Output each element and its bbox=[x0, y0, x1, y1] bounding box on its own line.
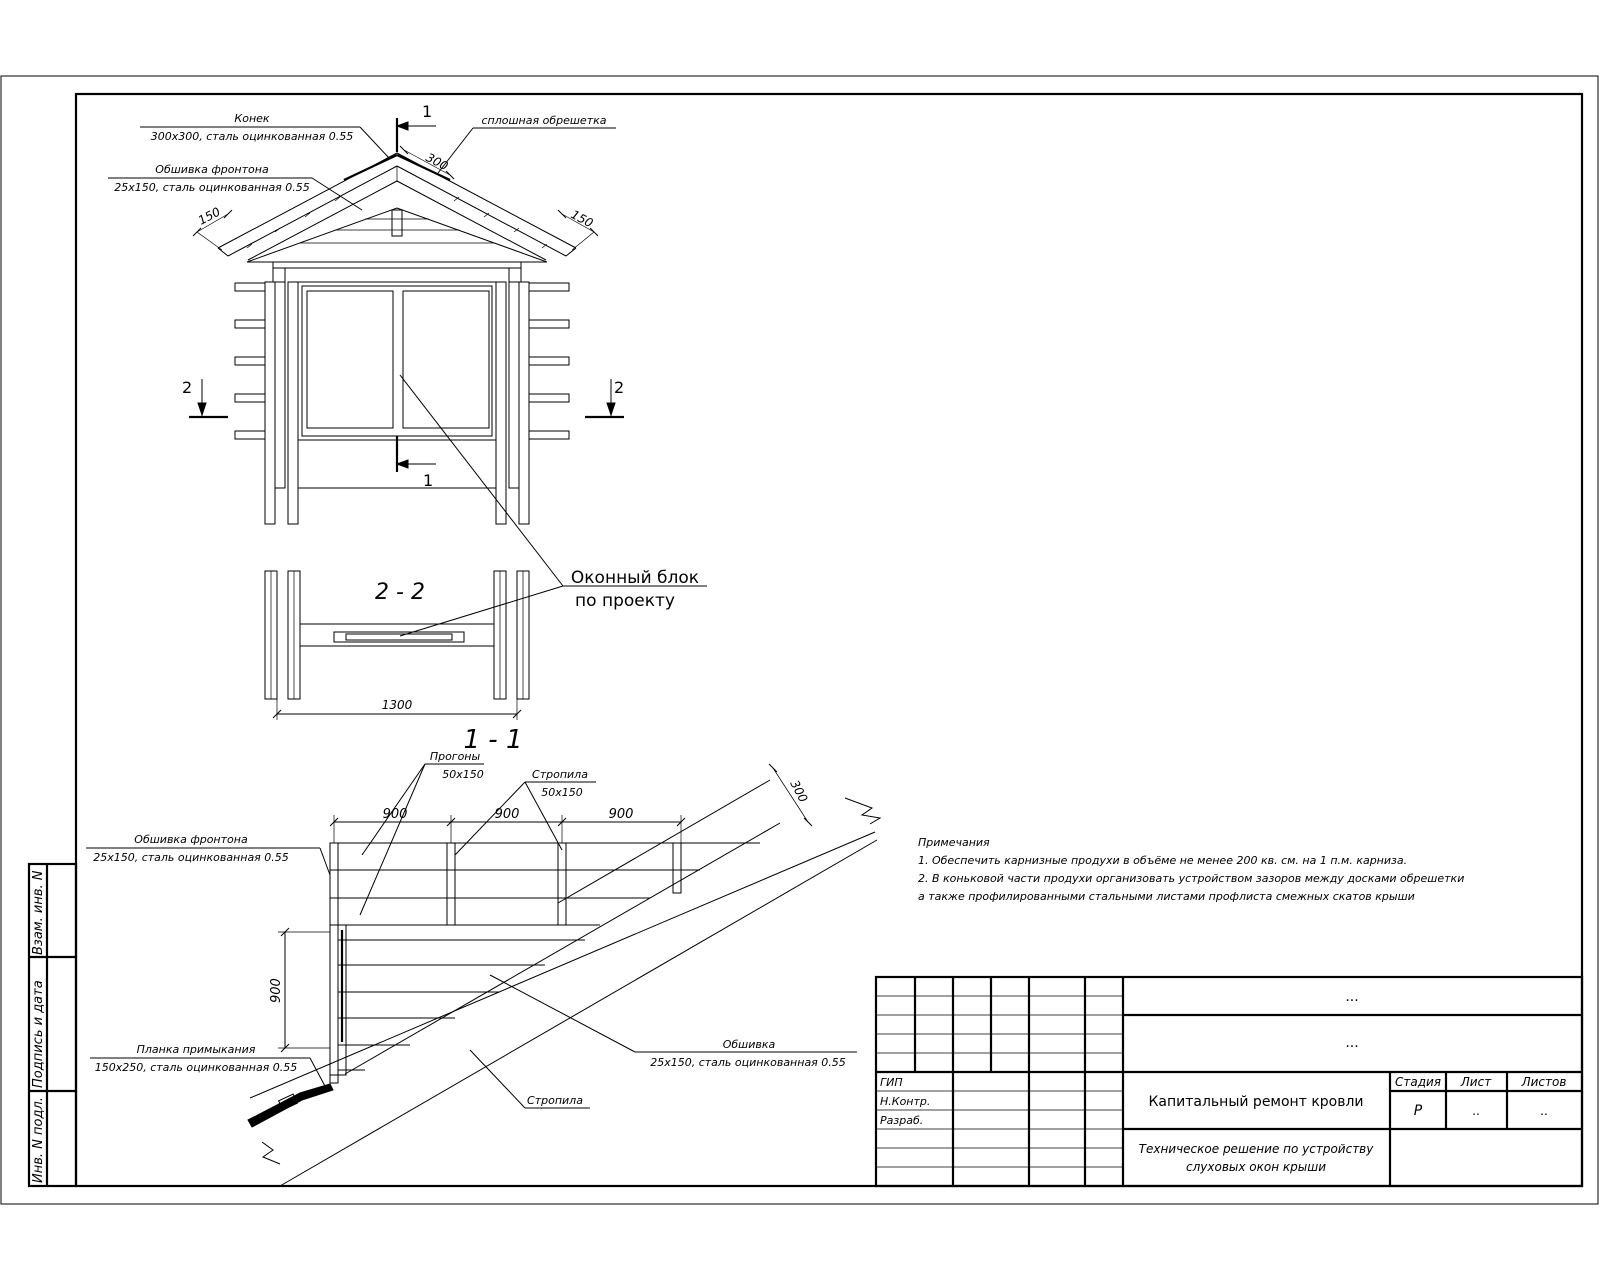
dim-900-b: 900 bbox=[495, 807, 520, 822]
desc-line-1: Техническое решение по устройству bbox=[1139, 1142, 1375, 1156]
window-callout-line1: Оконный блок bbox=[571, 568, 699, 588]
dim-150-right: 150 bbox=[569, 207, 596, 230]
stage-value: Р bbox=[1414, 1103, 1423, 1119]
front-elevation: 1 1 2 2 Конек 300х300, сталь оцинкованна… bbox=[108, 102, 624, 525]
window-callout-line2: по проекту bbox=[575, 591, 675, 611]
lathing-label: сплошная обрешетка bbox=[481, 114, 606, 127]
note-3: а также профилированными стальными листа… bbox=[918, 890, 1415, 903]
gable2-title: Обшивка фронтона bbox=[134, 833, 248, 846]
flashing-title: Планка примыкания bbox=[137, 1043, 256, 1056]
section-1-bottom-label: 1 bbox=[423, 471, 433, 490]
stage-header: Стадия bbox=[1395, 1075, 1441, 1089]
side-stamp: Взам. инв. N Подпись и дата Инв. N подл. bbox=[27, 862, 78, 1188]
konek-title: Конек bbox=[234, 112, 269, 125]
sign-date-label: Подпись и дата bbox=[31, 980, 46, 1088]
dim-900-vertical: 900 bbox=[269, 978, 284, 1003]
window-plan bbox=[333, 631, 465, 643]
role-gip: ГИП bbox=[880, 1076, 903, 1089]
desc-line-2: слуховых окон крыши bbox=[1186, 1160, 1326, 1174]
dim-900-c: 900 bbox=[609, 807, 634, 822]
role-razrab: Разраб. bbox=[880, 1114, 923, 1127]
sheet-header: Лист bbox=[1460, 1075, 1492, 1089]
dim-1300: 1300 bbox=[382, 698, 413, 712]
section-1-1: 1 - 1 300 bbox=[86, 725, 882, 1187]
project-title: Капитальный ремонт кровли bbox=[1148, 1094, 1363, 1110]
sheets-header: Листов bbox=[1521, 1075, 1567, 1089]
window-callout: Оконный блок по проекту bbox=[399, 374, 707, 637]
gable-spec: 25х150, сталь оцинкованная 0.55 bbox=[114, 181, 310, 194]
flashing-detail bbox=[247, 1083, 334, 1128]
window-frame bbox=[297, 281, 497, 441]
rafter-spec: 50х150 bbox=[541, 786, 583, 799]
purlins-title: Прогоны bbox=[430, 750, 481, 763]
notes: Примечания 1. Обеспечить карнизные проду… bbox=[918, 836, 1464, 903]
outer-border bbox=[0, 75, 1599, 1205]
sheathing-spec: 25х150, сталь оцинкованная 0.55 bbox=[650, 1056, 846, 1069]
sheathing-title: Обшивка bbox=[723, 1038, 776, 1051]
title-dots-2: ... bbox=[1345, 1035, 1358, 1051]
note-2: 2. В коньковой части продухи организоват… bbox=[918, 872, 1464, 885]
section-2-2-plan: 2 - 2 1300 bbox=[264, 570, 530, 720]
rafter-title: Стропила bbox=[532, 768, 588, 781]
ridge-cap-left bbox=[343, 154, 398, 181]
inv-podl-label: Инв. N подл. bbox=[31, 1097, 46, 1183]
role-nkontr: Н.Контр. bbox=[880, 1095, 930, 1108]
sheets-value: .. bbox=[1540, 1104, 1548, 1118]
gable2-spec: 25х150, сталь оцинкованная 0.55 bbox=[93, 851, 289, 864]
title-block: ... ... ГИП Н.Контр. Разраб. Капитальный… bbox=[874, 975, 1584, 1188]
note-1: 1. Обеспечить карнизные продухи в объёме… bbox=[918, 854, 1407, 867]
drawing-frame bbox=[74, 92, 1584, 1188]
rafter-lower-label: Стропила bbox=[527, 1094, 583, 1107]
flashing-spec: 150х250, сталь оцинкованная 0.55 bbox=[95, 1061, 298, 1074]
vzam-inv-label: Взам. инв. N bbox=[31, 870, 46, 955]
window-sash-left bbox=[306, 290, 394, 429]
notes-title: Примечания bbox=[918, 836, 990, 849]
section-1-1-title: 1 - 1 bbox=[464, 725, 523, 755]
window-sash-right bbox=[402, 290, 490, 429]
ridge-cap-right bbox=[396, 154, 451, 181]
gable-title: Обшивка фронтона bbox=[155, 163, 269, 176]
section-2-left-label: 2 bbox=[182, 378, 192, 397]
section-1-top-label: 1 bbox=[422, 102, 432, 121]
roof-slope-outer bbox=[249, 831, 876, 1099]
section-2-right-label: 2 bbox=[614, 378, 624, 397]
purlins-spec: 50х150 bbox=[442, 768, 484, 781]
section-2-2-title: 2 - 2 bbox=[375, 580, 425, 605]
dim-150-left: 150 bbox=[196, 204, 223, 227]
title-dots-1: ... bbox=[1345, 989, 1358, 1005]
sheet-value: .. bbox=[1472, 1104, 1480, 1118]
dim-300-slope: 300 bbox=[787, 778, 810, 805]
konek-spec: 300х300, сталь оцинкованная 0.55 bbox=[151, 130, 354, 143]
